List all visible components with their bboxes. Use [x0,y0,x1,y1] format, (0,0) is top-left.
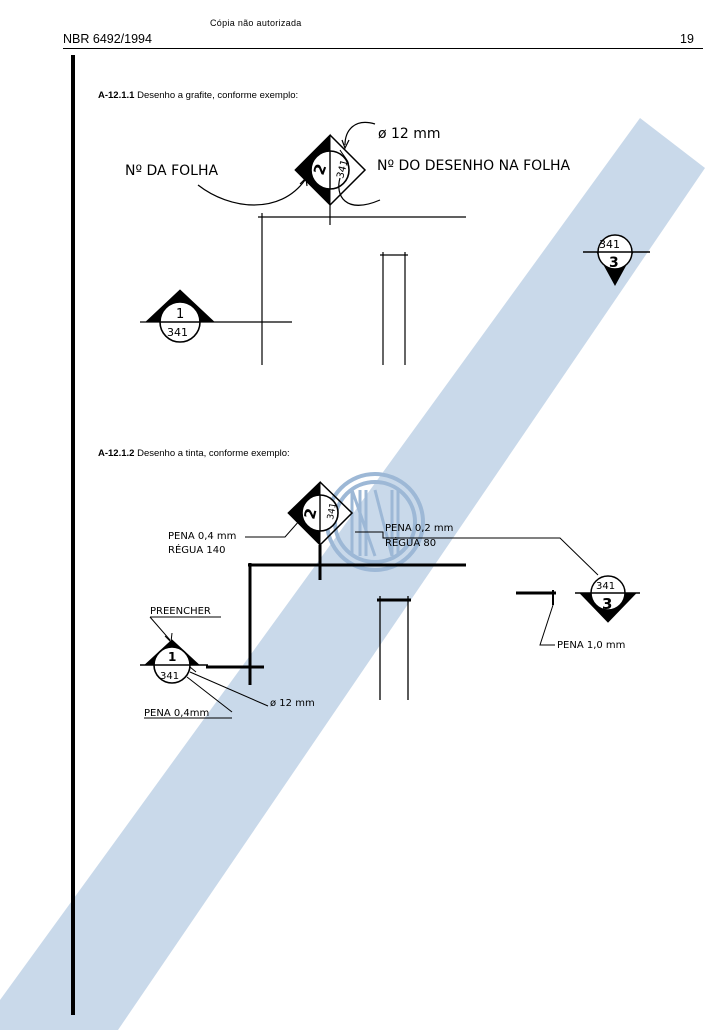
section-caption-graphite: A-12.1.1 Desenho a grafite, conforme exe… [98,90,298,101]
ink-drawing: 2 341 PENA 0,4 mm RÉGUA 140 PENA 0,2 mm … [140,480,640,719]
symbol-top-number: 2 [300,506,320,521]
symbol-bottom-number: 3 [602,595,612,613]
section-text: Desenho a tinta, conforme exemplo: [137,448,290,459]
unauthorized-copy-note: Cópia não autorizada [210,18,302,28]
symbol-bottom-number: 341 [335,158,351,179]
label-ruler-80: RÉGUA 80 [385,536,436,549]
watermark-stripe [0,118,705,1030]
label-diameter: ø 12 mm [378,126,441,142]
symbol-top-number: 341 [599,238,620,251]
label-pen-02: PENA 0,2 mm [385,523,453,534]
section-text: Desenho a grafite, conforme exemplo: [137,90,299,101]
standard-code: NBR 6492/1994 [63,32,152,46]
page-number: 19 [680,32,694,46]
graphite-drawing: 2 341 Nº DA FOLHA Nº DO DESENHO NA FOLHA… [125,121,650,365]
label-fill: PREENCHER [150,606,211,617]
symbol-bottom-number: 3 [609,255,619,271]
section-symbol-main [294,133,367,207]
symbol-top-number: 1 [176,307,184,322]
arrow-drawing-number [338,177,381,206]
label-sheet-number: Nº DA FOLHA [125,163,218,179]
section-code: A-12.1.1 [98,90,135,101]
section-code: A-12.1.2 [98,448,135,459]
section-symbol-right [583,234,650,287]
section-symbol-left [140,289,292,343]
section-symbol-right [516,575,640,623]
symbol-bottom-number: 341 [160,671,179,682]
symbol-bottom-number: 341 [167,326,188,339]
section-caption-ink: A-12.1.2 Desenho a tinta, conforme exemp… [98,448,290,459]
label-pen-04: PENA 0,4 mm [168,531,236,542]
section-symbol-left [140,639,264,684]
arrow-diameter [344,121,376,146]
header-rule [63,48,703,49]
symbol-top-number: 1 [168,650,176,664]
label-diameter: ø 12 mm [270,698,315,709]
label-ruler-140: RÉGUA 140 [168,543,225,556]
left-margin-bar [71,55,75,1015]
symbol-bottom-number: 341 [326,502,339,521]
section-symbol-main [287,480,354,547]
symbol-top-number: 341 [596,581,615,592]
label-drawing-number: Nº DO DESENHO NA FOLHA [377,158,570,174]
arrow-sheet-number [197,179,306,206]
label-pen-04-bottom: PENA 0,4mm [144,708,209,719]
label-pen-10: PENA 1,0 mm [557,640,625,651]
